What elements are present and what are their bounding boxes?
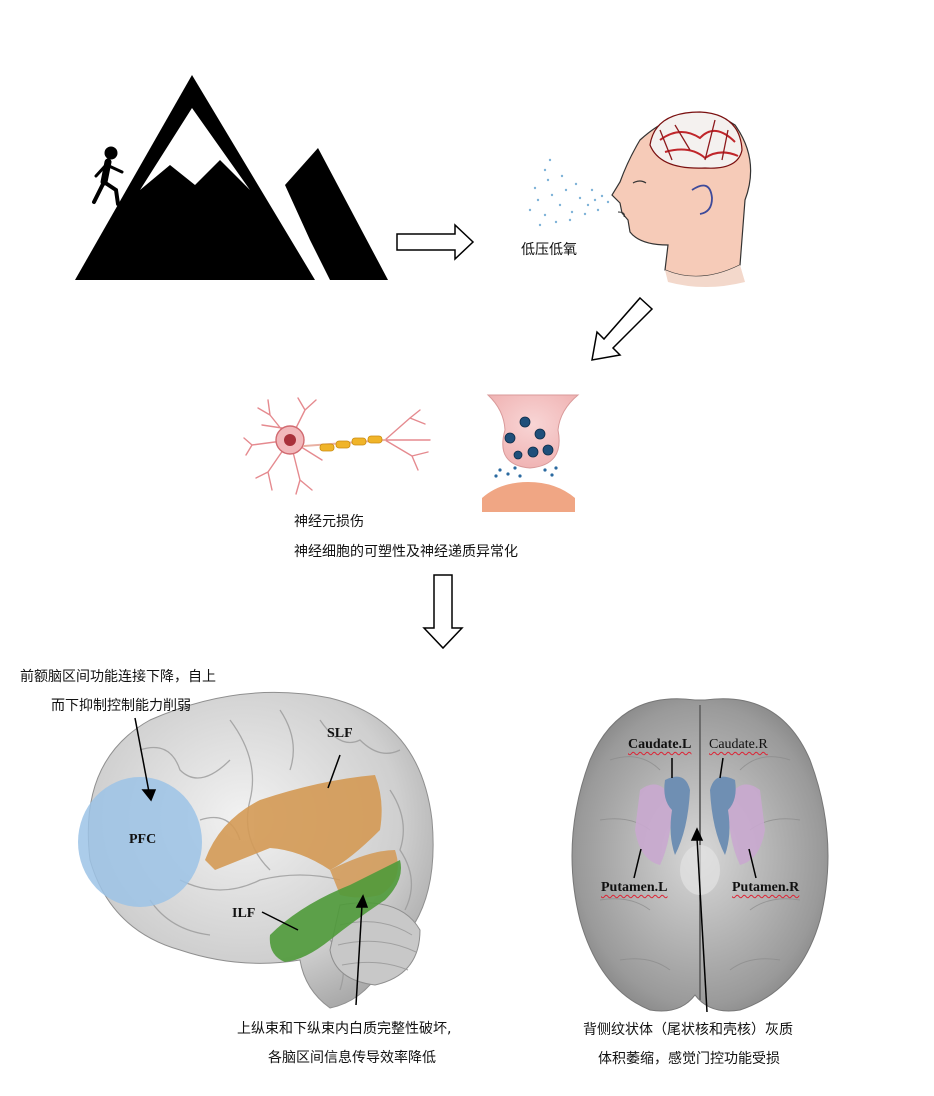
brain-axial-icon (571, 698, 829, 1012)
arrow-down-icon (422, 574, 464, 650)
white-matter-note-line2: 各脑区间信息传导效率降低 (268, 1050, 436, 1066)
caudate-left-label: Caudate.L (628, 737, 692, 752)
arrow-right-icon (396, 223, 475, 261)
mountain-icon (75, 75, 388, 280)
ilf-label: ILF (232, 906, 256, 921)
pfc-note-line2: 而下抑制控制能力削弱 (51, 698, 191, 714)
striatum-note-line2: 体积萎缩，感觉门控功能受损 (598, 1051, 780, 1067)
caudate-right-label: Caudate.R (709, 737, 768, 752)
putamen-left (635, 784, 672, 865)
caudate-left (664, 776, 690, 855)
hypoxia-label: 低压低氧 (521, 242, 577, 258)
putamen-right-label: Putamen.R (732, 880, 800, 895)
arrow-diagonal-icon (591, 296, 654, 361)
pfc-note-line1: 前额脑区间功能连接下降，自上 (20, 669, 216, 685)
hiker-icon (92, 146, 124, 206)
myelin-icon (319, 435, 383, 452)
human-head-icon (611, 111, 752, 287)
pfc-label: PFC (129, 832, 157, 847)
white-matter-note-line1: 上纵束和下纵束内白质完整性破坏, (237, 1021, 452, 1037)
synapse-icon (482, 394, 580, 512)
putamen-right (728, 784, 765, 865)
ilf-tract (269, 860, 401, 962)
caudate-right (710, 776, 736, 855)
air-flow-icon (528, 158, 610, 227)
plasticity-label: 神经细胞的可塑性及神经递质异常化 (294, 544, 518, 560)
pfc-region (78, 777, 202, 907)
slf-label: SLF (327, 726, 353, 741)
neuron-damage-label: 神经元损伤 (294, 514, 364, 530)
pointer-lines (134, 717, 757, 1013)
putamen-left-label: Putamen.L (601, 880, 668, 895)
striatum-note-line1: 背侧纹状体（尾状核和壳核）灰质 (583, 1022, 793, 1038)
